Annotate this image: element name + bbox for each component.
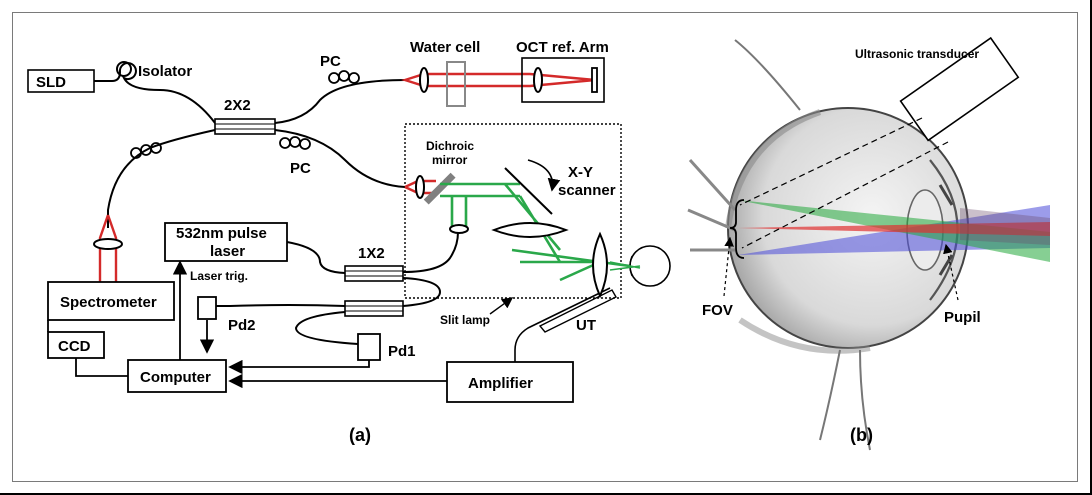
pd1-box — [357, 333, 381, 361]
panel-b-diagram: Ultrasonic transducer FOV Pupil (b) — [687, 36, 1050, 451]
xy-scanner-arrow — [527, 159, 561, 192]
fov-bracket — [729, 199, 745, 259]
dichroic-label-line1: Dichroic — [426, 139, 474, 153]
spectrometer-box — [47, 281, 175, 321]
ref-arm-lens — [533, 67, 543, 93]
ccd-label: CCD — [58, 338, 91, 355]
computer-label: Computer — [140, 369, 211, 386]
xy-label-line2: scanner — [558, 182, 616, 199]
coupler-lower — [344, 300, 404, 317]
water-cell-label: Water cell — [410, 39, 480, 56]
oct-ref-arm-label: OCT ref. Arm — [516, 39, 609, 56]
slit-lamp-label: Slit lamp — [440, 313, 490, 327]
laser-collimator-lens — [449, 224, 469, 234]
amplifier-label: Amplifier — [468, 375, 533, 392]
spectrometer-label: Spectrometer — [60, 294, 157, 311]
sld-label: SLD — [36, 74, 66, 91]
ref-collimator-lens — [419, 67, 429, 93]
ultrasonic-transducer — [899, 36, 1020, 142]
pc-left-loops — [130, 142, 162, 159]
panel-a-caption: (a) — [349, 425, 371, 445]
sample-collimator-lens — [415, 175, 425, 199]
dichroic-label-line2: mirror — [432, 153, 468, 167]
pd1-label: Pd1 — [388, 343, 416, 360]
coupler-1x2 — [344, 265, 404, 282]
coupler-2x2-label: 2X2 — [224, 97, 251, 114]
optic-nerve — [687, 158, 737, 252]
dichroic-mirror — [423, 172, 456, 205]
isolator-icon — [116, 61, 132, 77]
sample-fiber-bottom — [274, 129, 406, 188]
fov-label: FOV — [702, 302, 733, 319]
water-cell — [446, 61, 466, 107]
isolator-label: Isolator — [138, 63, 192, 80]
panel-a-diagram: SLD Isolator 2X2 PC PC Spectrome — [27, 39, 671, 445]
ref-mirror — [591, 67, 598, 93]
laser-label-line2: laser — [210, 243, 245, 260]
pc-top-loops — [328, 70, 360, 84]
coupler-1x2-label: 1X2 — [358, 245, 385, 262]
pc-bottom-loops — [279, 136, 311, 150]
coupler-2x2 — [214, 118, 276, 135]
red-beam — [738, 222, 1050, 236]
pc-top-label: PC — [320, 53, 341, 70]
ultrasonic-transducer-label: Ultrasonic transducer — [855, 47, 979, 61]
pd2-box — [197, 296, 217, 320]
xy-scanner-mirror — [504, 167, 553, 215]
scan-lens — [491, 222, 569, 238]
spectrometer-fiber — [107, 129, 216, 228]
panel-b-caption: (b) — [850, 425, 873, 445]
ocular-lens — [592, 231, 608, 299]
laser-label-line1: 532nm pulse — [176, 225, 267, 242]
laser-box — [164, 222, 288, 262]
oct-ref-arm-box — [521, 57, 605, 103]
ut-probe — [538, 289, 617, 333]
amplifier-box — [446, 361, 574, 403]
pd2-label: Pd2 — [228, 317, 256, 334]
sample-fiber-top — [274, 79, 406, 124]
ut-label: UT — [576, 317, 596, 334]
pc-bottom-label: PC — [290, 160, 311, 177]
pupil-label: Pupil — [944, 309, 981, 326]
xy-label-line1: X-Y — [568, 164, 593, 181]
laser-trig-label: Laser trig. — [190, 269, 248, 283]
spectrometer-beam — [98, 214, 118, 282]
oct-ref-beam — [401, 72, 596, 88]
spectrometer-lens — [93, 238, 123, 250]
